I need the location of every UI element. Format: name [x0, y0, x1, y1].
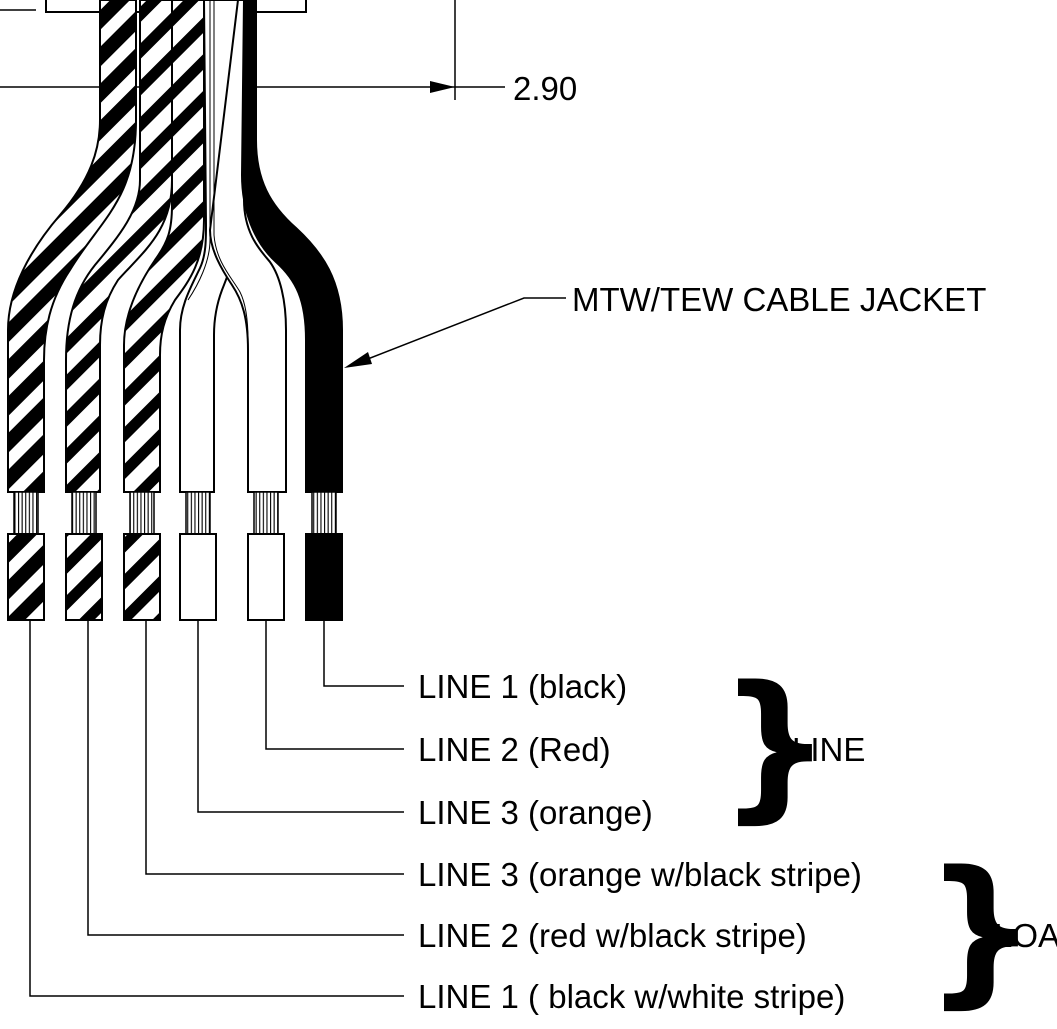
wire-6-end — [305, 533, 343, 621]
wire-1-end — [7, 533, 45, 621]
label-wire-1: LINE 1 ( black w/white stripe) — [418, 978, 845, 1015]
label-wire-6: LINE 1 (black) — [418, 668, 627, 705]
wire-3-conductor — [129, 491, 155, 535]
dimension-value: 2.90 — [513, 70, 577, 107]
label-wire-5: LINE 2 (Red) — [418, 731, 611, 768]
leader-wire-2 — [87, 620, 404, 936]
load-group-brace: } — [924, 836, 1038, 1023]
leader-wire-3 — [145, 620, 404, 875]
wire-5-end — [247, 533, 285, 621]
wire-3-end — [123, 533, 161, 621]
wire-4-conductor — [185, 491, 211, 535]
wire-5-conductor — [253, 491, 279, 535]
callout-arrowhead — [344, 352, 372, 368]
label-wire-2: LINE 2 (red w/black stripe) — [418, 917, 807, 954]
callout-label: MTW/TEW CABLE JACKET — [572, 281, 986, 318]
dimension-2-90: 2.90 — [0, 0, 577, 107]
cable-jacket-callout: MTW/TEW CABLE JACKET — [344, 281, 986, 368]
callout-leader — [359, 297, 566, 363]
wire-4-end — [179, 533, 217, 621]
wire-leaders — [29, 620, 404, 997]
wire-1-jacket — [7, 0, 137, 493]
leader-wire-4 — [197, 620, 404, 813]
load-group: } LOAD — [924, 836, 1057, 1023]
line-group-label: LINE — [792, 731, 865, 768]
line-group: } LINE — [718, 651, 865, 838]
wire-3-jacket — [123, 0, 205, 493]
dimension-arrowhead — [430, 81, 455, 93]
label-wire-4: LINE 3 (orange) — [418, 794, 653, 831]
wire-labels: LINE 1 (black) LINE 2 (Red) LINE 3 (oran… — [418, 668, 862, 1015]
wire-6-jacket — [240, 0, 343, 493]
wire-bundle — [7, 0, 343, 621]
wire-5-jacket — [208, 0, 287, 493]
leader-wire-1 — [29, 620, 404, 997]
load-group-label: LOAD — [994, 917, 1057, 954]
label-wire-3: LINE 3 (orange w/black stripe) — [418, 856, 862, 893]
leader-wire-6 — [323, 620, 404, 687]
wire-2-end — [65, 533, 103, 621]
wire-1-conductor — [13, 491, 39, 535]
leader-wire-5 — [265, 620, 404, 750]
line-group-brace: } — [718, 651, 832, 838]
wire-5-edge — [213, 0, 249, 341]
wire-4-edge — [187, 0, 211, 301]
wire-2-conductor — [71, 491, 97, 535]
wire-6-conductor — [311, 491, 337, 535]
